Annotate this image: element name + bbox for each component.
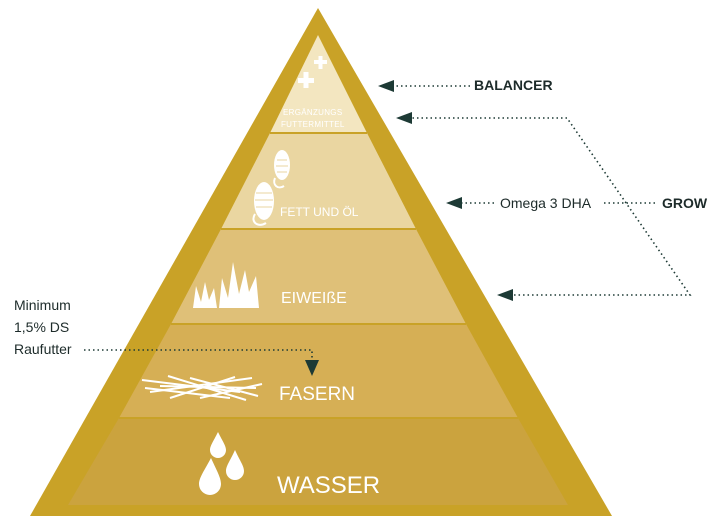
ds-percentage-label: 1,5% DS [14,319,70,335]
water-drops-icon [199,432,244,495]
omega-3-dha-label: Omega 3 DHA [500,195,592,211]
plus-icon [298,56,327,88]
tier-wasser-band [68,418,568,505]
balancer-label: BALANCER [474,77,553,93]
arrow-raufutter [305,360,319,376]
arrow-balancer-grow-top [396,112,412,124]
tier-erganzungs-label: ERGÄNZUNGS [283,108,343,117]
arrow-grow-bottom [497,289,513,301]
tier-separators [119,132,518,419]
tier-futtermittel-label: FUTTERMITTEL [281,120,345,129]
minimum-label: Minimum [14,297,71,313]
grow-label: GROW [662,195,708,211]
connectors [84,85,692,358]
tier-eiweisse-band [171,229,466,324]
arrow-omega [446,197,462,209]
straw-icon [141,375,263,401]
arrow-balancer [378,80,394,92]
tier-erganzungsfuttermittel-band [270,35,367,133]
arrowheads [305,80,513,376]
tier-wasser-label: WASSER [277,472,381,499]
corn-icon [252,150,290,226]
tier-fett-und-ol-label: FETT UND ÖL [280,205,359,219]
raufutter-label: Raufutter [14,341,72,357]
grass-icon [193,262,259,308]
tier-eiweisse-label: EIWEIßE [281,290,347,307]
tier-fasern-label: FASERN [279,384,356,405]
